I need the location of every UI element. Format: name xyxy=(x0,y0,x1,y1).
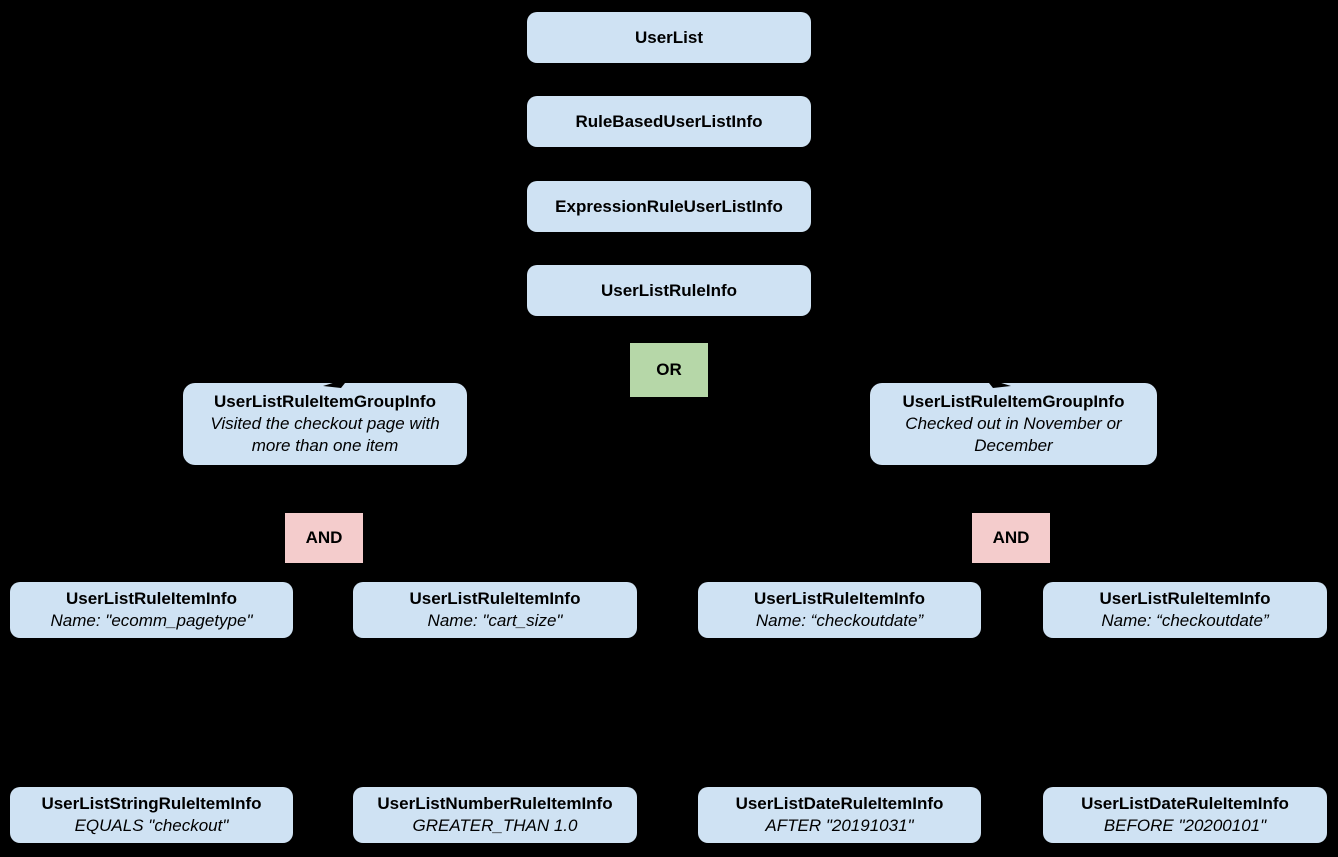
node-title: UserListRuleItemGroupInfo xyxy=(902,392,1125,411)
node-caption: Name: “checkoutdate” xyxy=(755,611,924,630)
node-string-rule-item: UserListStringRuleItemInfo EQUALS "check… xyxy=(10,787,293,843)
node-title: UserListNumberRuleItemInfo xyxy=(377,794,613,813)
node-caption: BEFORE "20200101" xyxy=(1103,816,1267,835)
node-title: ExpressionRuleUserListInfo xyxy=(555,196,783,216)
node-caption-line2: more than one item xyxy=(251,436,399,455)
node-rule-item-checkoutdate-right: UserListRuleItemInfo Name: “checkoutdate… xyxy=(1043,582,1327,638)
node-title: RuleBasedUserListInfo xyxy=(575,111,763,131)
node-rule-item-group-left: UserListRuleItemGroupInfo Visited the ch… xyxy=(183,383,467,465)
node-caption-line1: Visited the checkout page with xyxy=(210,414,440,433)
node-expression-rule-user-list-info: ExpressionRuleUserListInfo xyxy=(527,181,811,232)
connector-arrowhead-left xyxy=(323,378,349,388)
node-title: UserListRuleItemGroupInfo xyxy=(214,392,436,411)
node-title: UserListRuleItemInfo xyxy=(66,589,237,608)
node-caption-line2: December xyxy=(974,436,1053,455)
node-date-rule-item-after: UserListDateRuleItemInfo AFTER "20191031… xyxy=(698,787,981,843)
node-caption: Name: “checkoutdate” xyxy=(1101,611,1269,630)
node-userlist: UserList xyxy=(527,12,811,63)
node-rule-item-checkoutdate-left: UserListRuleItemInfo Name: “checkoutdate… xyxy=(698,582,981,638)
node-title: UserListStringRuleItemInfo xyxy=(41,794,262,813)
node-number-rule-item: UserListNumberRuleItemInfo GREATER_THAN … xyxy=(353,787,637,843)
node-title: UserListRuleItemInfo xyxy=(754,589,925,608)
node-title: UserListRuleItemInfo xyxy=(409,589,581,608)
node-date-rule-item-before: UserListDateRuleItemInfo BEFORE "2020010… xyxy=(1043,787,1327,843)
and-operator-right: AND xyxy=(972,513,1050,563)
node-title: UserListDateRuleItemInfo xyxy=(735,794,944,813)
connector-arrowhead-right xyxy=(985,378,1011,388)
node-rule-item-ecomm-pagetype: UserListRuleItemInfo Name: "ecomm_pagety… xyxy=(10,582,293,638)
node-title: UserListDateRuleItemInfo xyxy=(1081,794,1289,813)
node-caption: EQUALS "checkout" xyxy=(74,816,229,835)
or-operator: OR xyxy=(630,343,708,397)
node-rule-based-user-list-info: RuleBasedUserListInfo xyxy=(527,96,811,147)
node-user-list-rule-info: UserListRuleInfo xyxy=(527,265,811,316)
node-rule-item-cart-size: UserListRuleItemInfo Name: "cart_size" xyxy=(353,582,637,638)
node-title: UserList xyxy=(634,27,704,47)
node-caption: AFTER "20191031" xyxy=(765,816,914,835)
node-title: UserListRuleItemInfo xyxy=(1099,589,1271,608)
node-caption: GREATER_THAN 1.0 xyxy=(412,816,578,835)
and-operator-left: AND xyxy=(285,513,363,563)
node-caption-line1: Checked out in November or xyxy=(905,414,1122,433)
node-title: UserListRuleInfo xyxy=(600,280,738,300)
node-rule-item-group-right: UserListRuleItemGroupInfo Checked out in… xyxy=(870,383,1157,465)
node-caption: Name: "cart_size" xyxy=(427,611,563,630)
node-caption: Name: "ecomm_pagetype" xyxy=(50,611,253,630)
